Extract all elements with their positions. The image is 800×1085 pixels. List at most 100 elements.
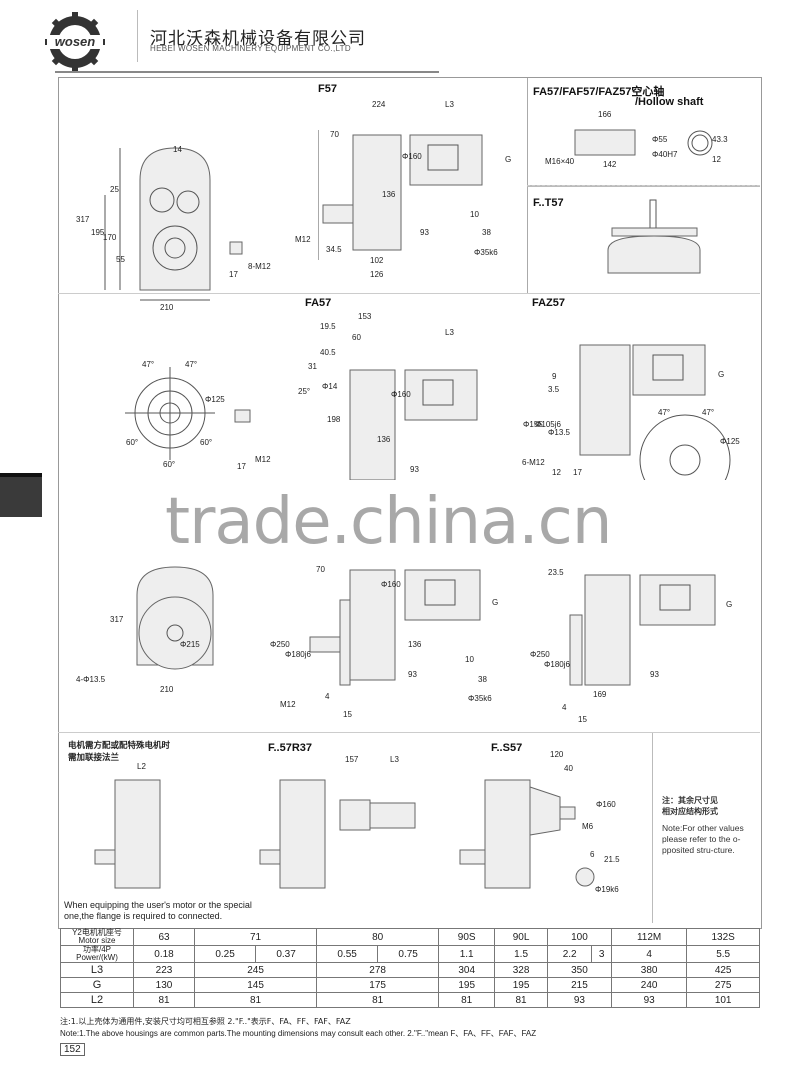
dim-label: 198 bbox=[327, 415, 341, 424]
dim-label: M12 bbox=[255, 455, 271, 464]
table-cell: 81 bbox=[438, 992, 496, 1008]
dim-label: 40.5 bbox=[320, 348, 336, 357]
dim-label: 19.5 bbox=[320, 322, 336, 331]
dim-label: 60° bbox=[126, 438, 139, 447]
table-cell: 101 bbox=[686, 992, 760, 1008]
dim-label: L3 bbox=[445, 328, 454, 337]
dim-label: Φ180j6 bbox=[544, 660, 570, 669]
dim-label: Φ160 bbox=[391, 390, 411, 399]
watermark-text: trade.china.cn bbox=[165, 485, 612, 559]
fs57-gearmotor-drawing bbox=[459, 779, 595, 889]
dim-label: 34.5 bbox=[326, 245, 342, 254]
dim-label: 14 bbox=[173, 145, 182, 154]
flange-note-en-line2: one,the flange is required to connected. bbox=[64, 911, 223, 921]
dim-label: Φ160 bbox=[381, 580, 401, 589]
table-cell: 132S bbox=[686, 928, 760, 946]
table-cell: 1.5 bbox=[494, 945, 548, 963]
table-cell: 71 bbox=[194, 928, 318, 946]
row-header: L2 bbox=[60, 992, 134, 1008]
table-cell: 223 bbox=[132, 962, 196, 978]
side-note-en: Note:For other values please refer to th… bbox=[662, 823, 744, 855]
table-cell: 0.37 bbox=[255, 945, 318, 963]
dim-label: G bbox=[505, 155, 512, 164]
table-cell: 2.2 bbox=[546, 945, 593, 963]
dim-label: 4 bbox=[562, 703, 567, 712]
side-note-cn: 注：其余尺寸见 相对应结构形式 bbox=[662, 795, 757, 817]
dim-label: G bbox=[726, 600, 733, 609]
dim-label: 317 bbox=[110, 615, 124, 624]
dim-label: 23.5 bbox=[548, 568, 564, 577]
table-cell: 245 bbox=[194, 962, 318, 978]
dim-label: 136 bbox=[408, 640, 422, 649]
ff57-gearmotor-drawing bbox=[309, 569, 481, 686]
dim-label: 210 bbox=[160, 303, 174, 312]
table-cell: 3 bbox=[591, 945, 612, 963]
dim-label: 55 bbox=[116, 255, 125, 264]
table-cell: 195 bbox=[494, 977, 548, 993]
dim-label: 153 bbox=[358, 312, 372, 321]
dim-label: 21.5 bbox=[604, 855, 620, 864]
dim-label: 166 bbox=[598, 110, 612, 119]
dim-label: 3.5 bbox=[548, 385, 560, 394]
faz57-gearmotor-drawing bbox=[579, 344, 731, 480]
dim-label: 25° bbox=[298, 387, 311, 396]
dim-label: Φ180j6 bbox=[285, 650, 311, 659]
row-header: G bbox=[60, 977, 134, 993]
dim-label: M12 bbox=[295, 235, 311, 244]
table-cell: 63 bbox=[132, 928, 196, 946]
table-cell: 350 bbox=[546, 962, 612, 978]
table-cell: 93 bbox=[546, 992, 612, 1008]
dim-label: L3 bbox=[445, 100, 454, 109]
table-cell: 328 bbox=[494, 962, 548, 978]
dim-label: Φ160 bbox=[402, 152, 422, 161]
section-subtitle-hollow-shaft: /Hollow shaft bbox=[635, 96, 704, 108]
dim-label: Φ215 bbox=[180, 640, 200, 649]
dim-label: 8-M12 bbox=[248, 262, 271, 271]
dim-label: 47° bbox=[185, 360, 198, 369]
dim-label: 169 bbox=[593, 690, 607, 699]
dim-label: 4-Φ13.5 bbox=[76, 675, 106, 684]
section-title-faz57: FAZ57 bbox=[532, 297, 566, 309]
dim-label: 15 bbox=[343, 710, 352, 719]
flange-note-cn-line1: 电机需方配或配特殊电机时 bbox=[68, 741, 171, 751]
dim-label: Φ55 bbox=[652, 135, 668, 144]
dim-label: Φ40H7 bbox=[652, 150, 678, 159]
housing-front-view-drawing bbox=[104, 147, 243, 301]
side-tab bbox=[0, 473, 42, 517]
company-name-cn: 河北沃森机械设备有限公司 bbox=[150, 29, 366, 49]
page-number: 152 bbox=[60, 1043, 85, 1056]
dim-label: 142 bbox=[603, 160, 617, 169]
wosen-logo: wosen bbox=[45, 12, 105, 72]
table-cell: 240 bbox=[610, 977, 688, 993]
table-cell: 215 bbox=[546, 977, 612, 993]
dim-label: 38 bbox=[482, 228, 491, 237]
dim-label: 17 bbox=[229, 270, 238, 279]
side-note-cn-line1: 注：其余尺寸见 bbox=[662, 796, 718, 805]
dim-label: 43.3 bbox=[712, 135, 728, 144]
table-cell: 81 bbox=[494, 992, 548, 1008]
dim-label: 317 bbox=[76, 215, 90, 224]
divider bbox=[58, 732, 760, 733]
dim-label: Φ125 bbox=[720, 437, 740, 446]
table-cell: 380 bbox=[610, 962, 688, 978]
section-title-ft57: F..T57 bbox=[533, 197, 564, 209]
row-header: L3 bbox=[60, 962, 134, 978]
dim-label: Φ250 bbox=[270, 640, 290, 649]
header-rule bbox=[55, 71, 439, 73]
section-title-fa57: FA57 bbox=[305, 297, 332, 309]
dim-label: 60° bbox=[200, 438, 213, 447]
dim-label: 224 bbox=[372, 100, 386, 109]
table-cell: 80 bbox=[316, 928, 440, 946]
dim-label: 93 bbox=[420, 228, 429, 237]
section-title-f57: F57 bbox=[318, 83, 337, 95]
divider bbox=[652, 733, 653, 923]
dim-label: 9 bbox=[552, 372, 557, 381]
dim-label: Φ13.5 bbox=[548, 428, 570, 437]
table-cell: 0.25 bbox=[194, 945, 257, 963]
section-title-f57r37: F..57R37 bbox=[268, 742, 313, 754]
table-cell: 304 bbox=[438, 962, 496, 978]
dim-label: 120 bbox=[550, 750, 564, 759]
side-note: 注：其余尺寸见 相对应结构形式 Note:For other values pl… bbox=[662, 795, 757, 856]
dim-label: L2 bbox=[137, 762, 146, 771]
table-cell: 0.18 bbox=[132, 945, 196, 963]
